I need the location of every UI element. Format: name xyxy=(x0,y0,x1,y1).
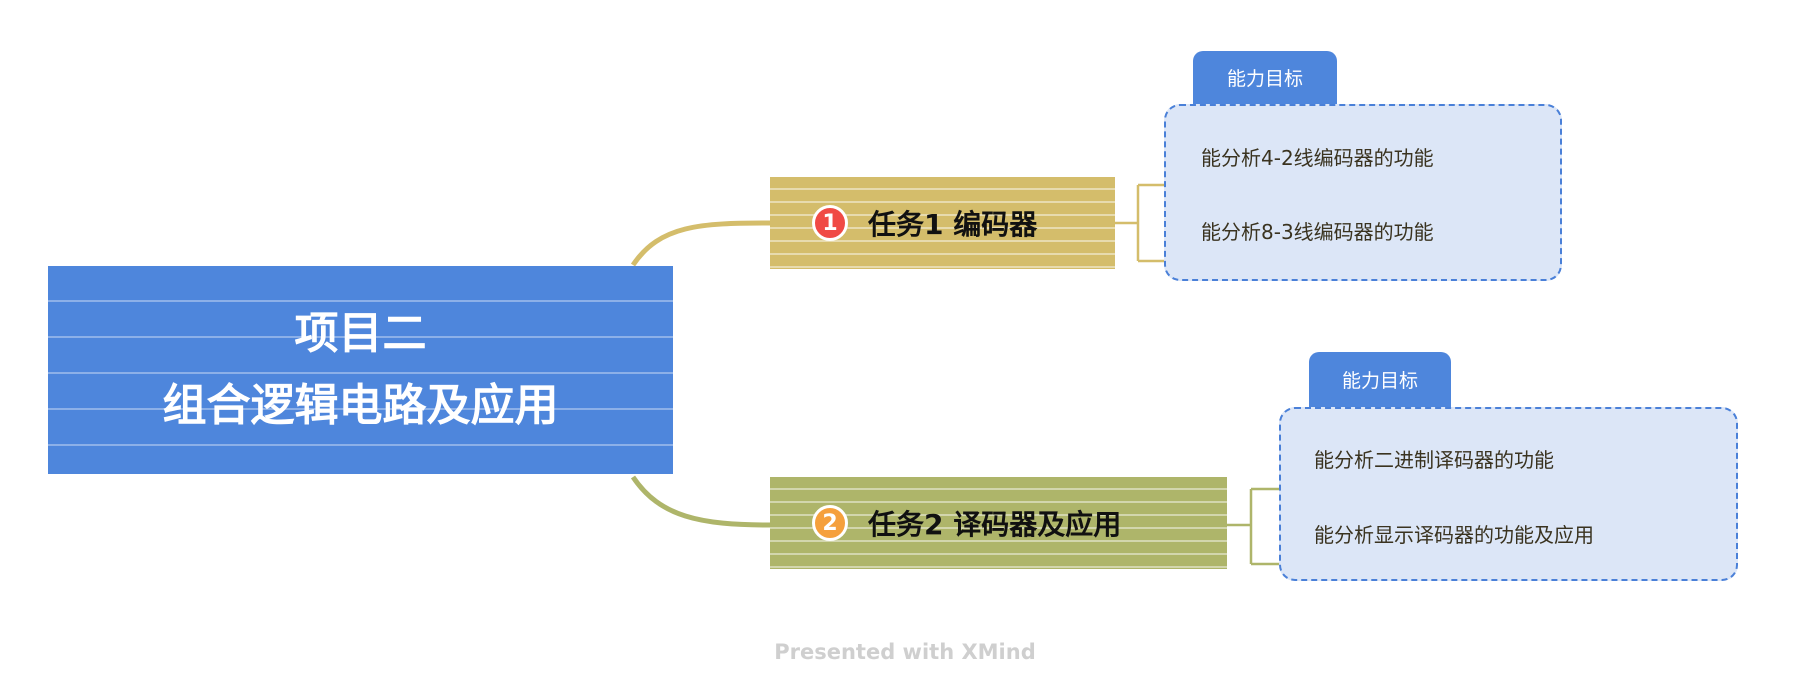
task-2-topic[interactable]: 2 任务2 译码器及应用 xyxy=(770,477,1227,569)
summary-box-2 xyxy=(1279,407,1738,581)
central-topic[interactable]: 项目二 组合逻辑电路及应用 xyxy=(48,266,673,474)
task-1-title: 任务1 编码器 xyxy=(868,208,1038,241)
central-topic-line1: 项目二 xyxy=(294,308,427,359)
central-topic-line2: 组合逻辑电路及应用 xyxy=(162,380,559,431)
footer-watermark: Presented with XMind xyxy=(774,640,1036,664)
subtopic-item[interactable]: 能分析显示译码器的功能及应用 xyxy=(1314,523,1594,547)
task-1-topic[interactable]: 1 任务1 编码器 xyxy=(770,177,1115,269)
number-1-badge-icon: 1 xyxy=(812,205,848,241)
subtopic-item[interactable]: 能分析二进制译码器的功能 xyxy=(1314,448,1554,472)
summary-label-1[interactable]: 能力目标 xyxy=(1193,51,1337,104)
subtopic-item[interactable]: 能分析4-2线编码器的功能 xyxy=(1201,146,1434,170)
summary-box-1 xyxy=(1164,104,1562,281)
summary-label-2[interactable]: 能力目标 xyxy=(1309,352,1451,407)
number-2-badge-icon: 2 xyxy=(812,505,848,541)
task-2-title: 任务2 译码器及应用 xyxy=(868,508,1122,541)
subtopic-item[interactable]: 能分析8-3线编码器的功能 xyxy=(1201,220,1434,244)
